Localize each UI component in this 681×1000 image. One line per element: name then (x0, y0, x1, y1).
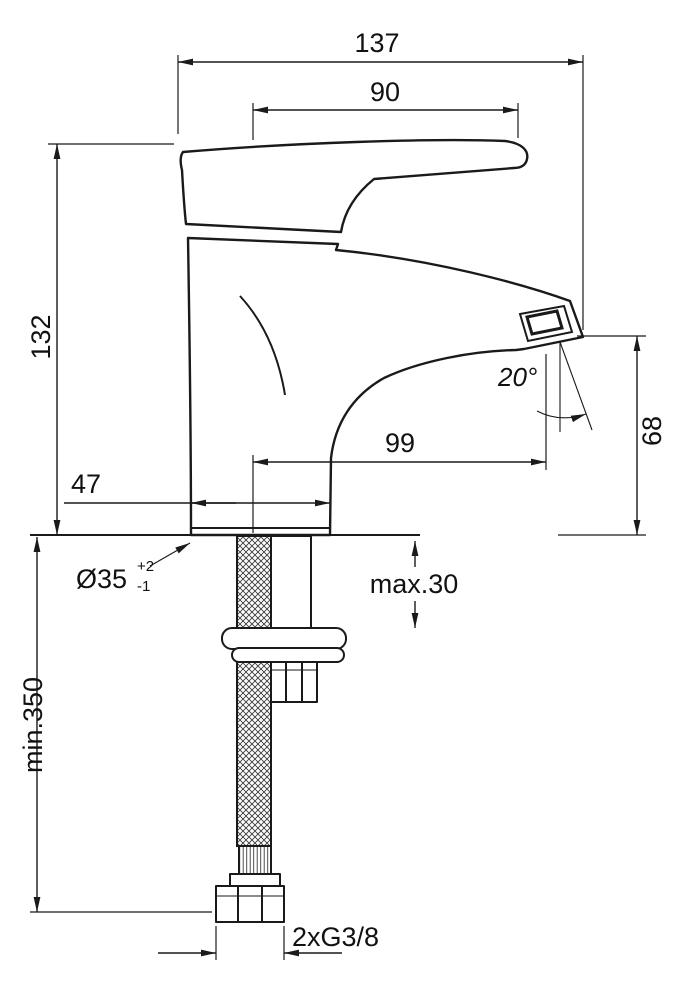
mounting-washer-bottom (231, 647, 345, 663)
aerator-outlet (518, 304, 574, 343)
below-deck-assembly (215, 535, 347, 923)
hose-ferrule-knurled (238, 845, 272, 875)
angle-arc-arrow (536, 410, 587, 423)
faucet-body-group (179, 138, 585, 537)
dim-connection-thread: 2xG3/8 (158, 922, 379, 960)
angle-reference-tilted (559, 341, 593, 431)
leader-line (149, 542, 191, 567)
dim-body-height: 132 (26, 143, 174, 535)
supply-hose-braided (236, 535, 272, 847)
threaded-shank (270, 535, 312, 629)
dim-label-lever-length: 90 (370, 77, 400, 107)
dim-spout-reach: 99 (252, 354, 547, 533)
mounting-nut (270, 661, 318, 703)
annotation-spout-angle: 20° (497, 341, 593, 432)
dim-label-body-height: 132 (26, 314, 56, 359)
annotation-hole-diameter: Ø35 +2 -1 (76, 542, 191, 595)
label-max-deck-thickness: max.30 (370, 569, 459, 599)
dim-base-depth: 47 (64, 469, 330, 507)
dim-total-width: 137 (177, 28, 584, 330)
dim-max-deck-thickness: max.30 (370, 541, 459, 628)
label-hole-tol-minus: -1 (137, 578, 150, 595)
dim-label-total-width: 137 (354, 28, 399, 58)
mounting-washer-top (221, 627, 347, 650)
dim-min-hose-length: min.350 (18, 537, 212, 913)
label-min-hose-length: min.350 (18, 677, 48, 773)
dim-label-spout-angle: 20° (497, 362, 537, 392)
label-hole-tol-plus: +2 (137, 558, 154, 575)
label-connection-thread: 2xG3/8 (292, 922, 379, 952)
label-hole-diameter: Ø35 (76, 564, 127, 594)
dim-label-spout-reach: 99 (385, 428, 415, 458)
dim-label-base-depth: 47 (71, 469, 101, 499)
hose-connection-nut (215, 885, 285, 923)
lever-handle (179, 138, 529, 234)
hose-collar (229, 873, 281, 887)
aerator-slot (525, 309, 564, 336)
spout-blend-line (239, 295, 286, 396)
dim-label-outlet-height: 68 (637, 416, 667, 446)
dim-lever-length: 90 (252, 77, 519, 140)
dim-outlet-height: 68 (558, 335, 667, 536)
